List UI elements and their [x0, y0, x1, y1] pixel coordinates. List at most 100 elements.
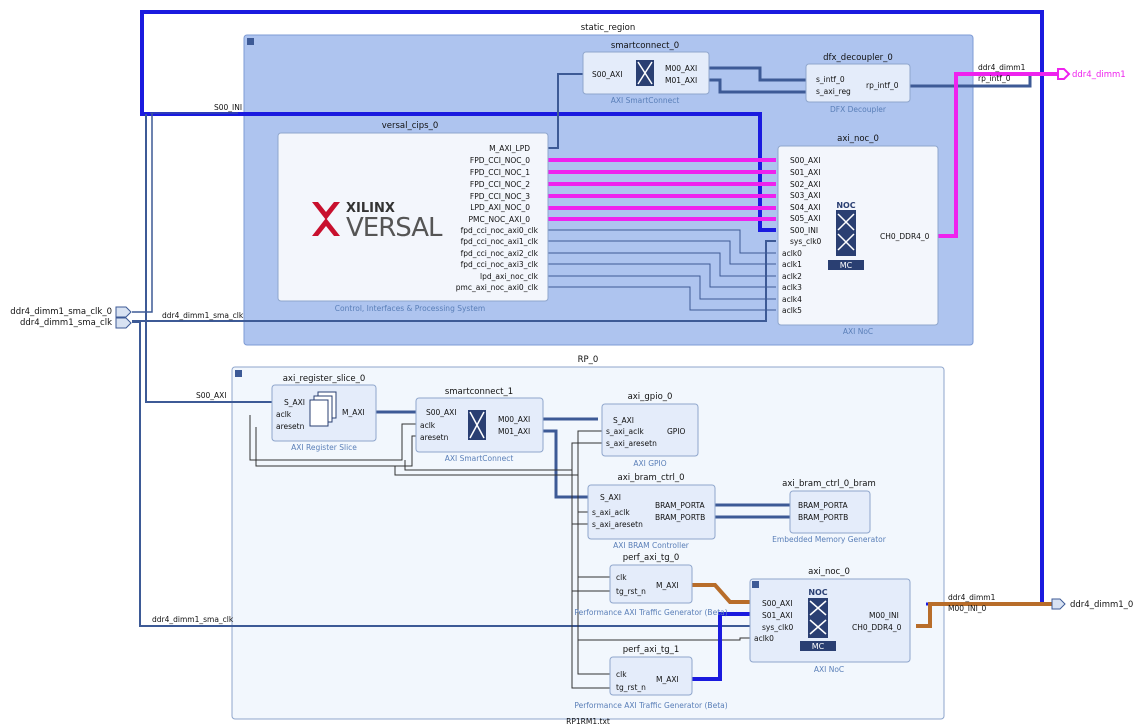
block-versal-cips-0[interactable]: versal_cips_0 XILINX VERSAL M_AXI_LPD FP…: [277, 121, 549, 313]
port[interactable]: s_axi_aresetn: [592, 520, 643, 529]
block-name: axi_register_slice_0: [283, 374, 366, 384]
port[interactable]: S00_AXI: [790, 156, 821, 165]
port-m00-axi[interactable]: M00_AXI: [665, 64, 697, 73]
block-smartconnect-0[interactable]: smartconnect_0 S00_AXI M00_AXI M01_AXI A…: [582, 41, 710, 105]
port[interactable]: FPD_CCI_NOC_1: [470, 168, 530, 177]
port-s-intf-0[interactable]: s_intf_0: [816, 75, 845, 84]
port[interactable]: BRAM_PORTB: [655, 513, 705, 522]
block-axi-gpio-0[interactable]: axi_gpio_0 S_AXI s_axi_aclk s_axi_areset…: [601, 392, 699, 468]
port[interactable]: s_axi_aclk: [606, 427, 644, 436]
port[interactable]: FPD_CCI_NOC_3: [470, 192, 530, 201]
port[interactable]: M_AXI_LPD: [489, 144, 530, 153]
port[interactable]: aclk: [276, 410, 292, 419]
port[interactable]: aclk5: [782, 306, 802, 315]
block-subtitle: DFX Decoupler: [830, 105, 887, 114]
port[interactable]: aclk: [420, 421, 436, 430]
port[interactable]: FPD_CCI_NOC_2: [470, 180, 530, 189]
block-axi-noc-rp[interactable]: axi_noc_0 S00_AXI S01_AXI sys_clk0 aclk0…: [749, 567, 911, 674]
block-axi-bram-ctrl-0-bram[interactable]: axi_bram_ctrl_0_bram BRAM_PORTA BRAM_POR…: [772, 479, 887, 544]
port[interactable]: sys_clk0: [762, 623, 794, 632]
port[interactable]: S05_AXI: [790, 214, 821, 223]
port[interactable]: LPD_AXI_NOC_0: [470, 203, 530, 212]
port[interactable]: sys_clk0: [790, 237, 822, 246]
port[interactable]: FPD_CCI_NOC_0: [470, 156, 530, 165]
port[interactable]: aclk1: [782, 260, 802, 269]
block-name: axi_bram_ctrl_0: [618, 473, 685, 483]
block-axi-noc-static[interactable]: axi_noc_0 S00_AXI S01_AXI S02_AXI S03_AX…: [777, 134, 939, 336]
port[interactable]: CH0_DDR4_0: [880, 232, 930, 241]
port[interactable]: CH0_DDR4_0: [852, 623, 902, 632]
noc0-ports: S00_AXI S01_AXI S02_AXI S03_AXI S04_AXI …: [782, 156, 930, 315]
port[interactable]: fpd_cci_noc_axi0_clk: [461, 226, 539, 235]
block-smartconnect-1[interactable]: smartconnect_1 S00_AXI aclk aresetn M00_…: [415, 387, 544, 463]
port[interactable]: clk: [616, 573, 627, 582]
port[interactable]: PMC_NOC_AXI_0: [469, 215, 531, 224]
net-label-s00-axi: S00_AXI: [196, 391, 227, 400]
port[interactable]: S00_AXI: [762, 599, 793, 608]
port[interactable]: fpd_cci_noc_axi1_clk: [461, 237, 539, 246]
port[interactable]: aclk0: [782, 249, 802, 258]
port-rp-intf-0[interactable]: rp_intf_0: [866, 81, 899, 90]
port[interactable]: aclk4: [782, 295, 802, 304]
port[interactable]: S04_AXI: [790, 203, 821, 212]
port[interactable]: M_AXI: [342, 408, 365, 417]
port[interactable]: pmc_axi_noc_axi0_clk: [456, 283, 539, 292]
port[interactable]: fpd_cci_noc_axi2_clk: [461, 249, 539, 258]
port[interactable]: S02_AXI: [790, 180, 821, 189]
port[interactable]: aresetn: [276, 422, 305, 431]
ext-port-dimm-top[interactable]: ddr4_dimm1: [1057, 68, 1126, 80]
ext-port-label: ddr4_dimm1_sma_clk: [20, 318, 112, 328]
block-subtitle: Embedded Memory Generator: [772, 535, 887, 544]
port[interactable]: tg_rst_n: [616, 683, 646, 692]
collapse-icon[interactable]: [247, 38, 254, 45]
port[interactable]: BRAM_PORTA: [655, 501, 705, 510]
port[interactable]: aclk3: [782, 283, 802, 292]
block-dfx-decoupler-0[interactable]: dfx_decoupler_0 s_intf_0 s_axi_reg rp_in…: [805, 53, 911, 114]
logo-text: XILINX: [346, 201, 395, 216]
ext-port-dimm-bot[interactable]: ddr4_dimm1_0: [1051, 598, 1133, 610]
block-axi-register-slice-0[interactable]: axi_register_slice_0 S_AXI aclk aresetn …: [271, 374, 377, 452]
port[interactable]: fpd_cci_noc_axi3_clk: [461, 260, 539, 269]
port[interactable]: s_axi_aclk: [592, 508, 630, 517]
rp-region-title: RP_0: [578, 355, 599, 365]
port[interactable]: tg_rst_n: [616, 587, 646, 596]
port[interactable]: BRAM_PORTB: [798, 513, 848, 522]
block-perf-axi-tg-1[interactable]: perf_axi_tg_1 clk tg_rst_n M_AXI Perform…: [574, 645, 727, 710]
ext-port-sma-clk-0[interactable]: ddr4_dimm1_sma_clk_0: [10, 306, 132, 318]
port[interactable]: S_AXI: [284, 398, 305, 407]
port[interactable]: M_AXI: [656, 581, 679, 590]
port[interactable]: aclk0: [754, 634, 774, 643]
port-s-axi-reg[interactable]: s_axi_reg: [816, 87, 851, 96]
port[interactable]: M00_AXI: [498, 415, 530, 424]
block-axi-bram-ctrl-0[interactable]: axi_bram_ctrl_0 S_AXI s_axi_aclk s_axi_a…: [587, 473, 716, 550]
port[interactable]: M00_INI: [869, 611, 899, 620]
port[interactable]: s_axi_aresetn: [606, 439, 657, 448]
port[interactable]: S_AXI: [613, 416, 634, 425]
port[interactable]: aclk2: [782, 272, 802, 281]
port[interactable]: S_AXI: [600, 493, 621, 502]
net-label-rp-intf: rp_intf_0: [978, 74, 1011, 83]
cips-ports: M_AXI_LPD FPD_CCI_NOC_0 FPD_CCI_NOC_1 FP…: [456, 144, 539, 292]
block-perf-axi-tg-0[interactable]: perf_axi_tg_0 clk tg_rst_n M_AXI Perform…: [574, 553, 727, 617]
port[interactable]: GPIO: [667, 427, 686, 436]
port[interactable]: M_AXI: [656, 675, 679, 684]
port[interactable]: clk: [616, 670, 627, 679]
port[interactable]: S00_AXI: [426, 408, 457, 417]
port[interactable]: S01_AXI: [762, 611, 793, 620]
noc-icon-label: NOC: [836, 201, 855, 210]
port[interactable]: aresetn: [420, 433, 449, 442]
collapse-icon[interactable]: [752, 581, 759, 588]
port[interactable]: M01_AXI: [498, 427, 530, 436]
collapse-icon[interactable]: [235, 370, 242, 377]
port[interactable]: S01_AXI: [790, 168, 821, 177]
port[interactable]: S03_AXI: [790, 191, 821, 200]
ext-port-label: ddr4_dimm1_0: [1070, 600, 1133, 610]
port[interactable]: BRAM_PORTA: [798, 501, 848, 510]
port-m01-axi[interactable]: M01_AXI: [665, 76, 697, 85]
port-s00-axi[interactable]: S00_AXI: [592, 70, 623, 79]
port[interactable]: lpd_axi_noc_clk: [480, 272, 539, 281]
port[interactable]: S00_INI: [790, 226, 818, 235]
block-name: perf_axi_tg_1: [623, 645, 680, 655]
register-slice-icon: [309, 391, 337, 427]
ext-port-sma-clk[interactable]: ddr4_dimm1_sma_clk: [20, 317, 132, 329]
